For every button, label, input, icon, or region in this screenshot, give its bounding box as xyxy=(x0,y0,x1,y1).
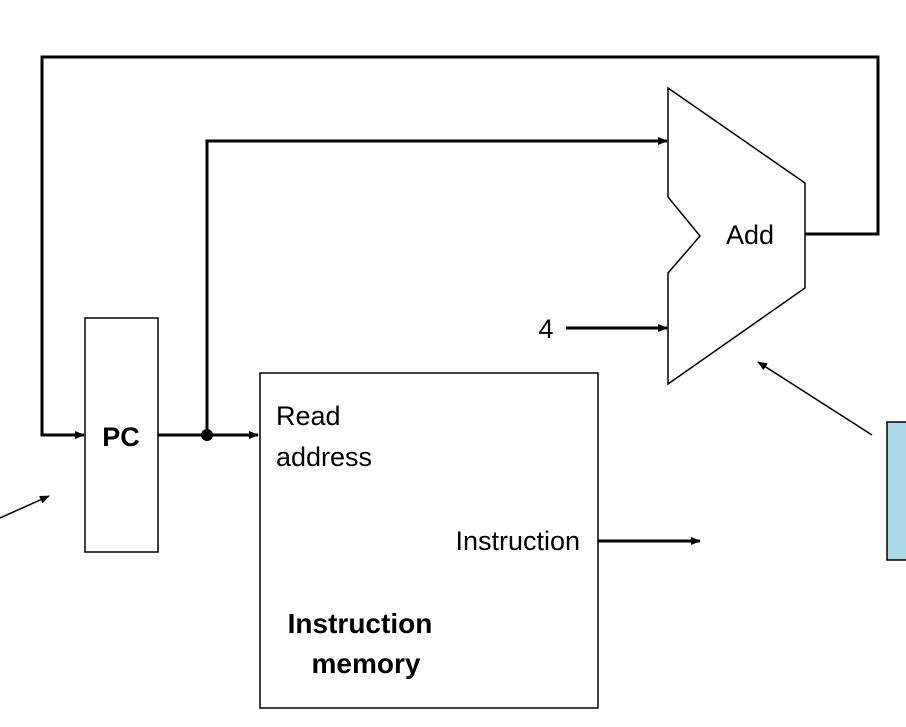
pc-annotation-arrow xyxy=(0,495,50,519)
instruction-memory-title-line2: memory xyxy=(312,648,421,679)
instruction-output-label: Instruction xyxy=(455,526,580,556)
adder-feedback-wire xyxy=(40,55,880,439)
instruction-memory-title-line1: Instruction xyxy=(288,608,433,639)
adder-unit xyxy=(667,86,806,386)
adder-annotation-arrow xyxy=(757,361,873,436)
callout-box xyxy=(886,421,906,561)
constant-four-label: 4 xyxy=(538,314,553,344)
pc-to-adder-wire xyxy=(205,137,668,435)
read-address-label-line2: address xyxy=(276,442,372,472)
adder-label: Add xyxy=(726,220,774,250)
read-address-label-line1: Read xyxy=(276,401,341,431)
pc-label: PC xyxy=(102,422,140,452)
